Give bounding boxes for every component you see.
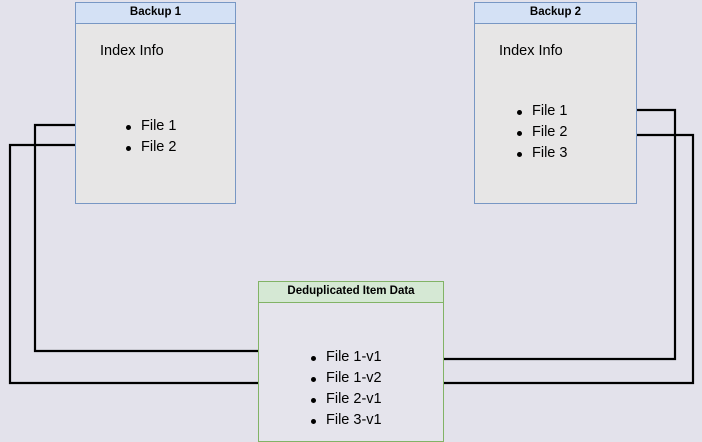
node-backup-2-file-list: File 1 File 2 File 3 xyxy=(515,101,567,164)
node-backup-2-body: Index Info File 1 File 2 File 3 xyxy=(475,24,636,203)
node-backup-1-title: Backup 1 xyxy=(76,3,235,24)
list-item[interactable]: File 2 xyxy=(515,122,567,143)
node-backup-2-title: Backup 2 xyxy=(475,3,636,24)
list-item[interactable]: File 1 xyxy=(515,101,567,122)
list-item[interactable]: File 1-v1 xyxy=(309,347,382,368)
node-backup-2-index-label: Index Info xyxy=(499,43,563,59)
node-backup-1-body: Index Info File 1 File 2 xyxy=(76,24,235,203)
node-backup-2[interactable]: Backup 2 Index Info File 1 File 2 File 3 xyxy=(474,2,637,204)
node-backup-1[interactable]: Backup 1 Index Info File 1 File 2 xyxy=(75,2,236,204)
node-backup-1-index-label: Index Info xyxy=(100,43,164,59)
node-deduplicated-item-data[interactable]: Deduplicated Item Data File 1-v1 File 1-… xyxy=(258,281,444,442)
list-item[interactable]: File 3 xyxy=(515,143,567,164)
node-backup-1-file-list: File 1 File 2 xyxy=(124,116,176,158)
node-deduplicated-item-data-body: File 1-v1 File 1-v2 File 2-v1 File 3-v1 xyxy=(259,303,443,441)
list-item[interactable]: File 3-v1 xyxy=(309,410,382,431)
node-deduplicated-item-data-title: Deduplicated Item Data xyxy=(259,282,443,303)
list-item[interactable]: File 2-v1 xyxy=(309,389,382,410)
list-item[interactable]: File 1-v2 xyxy=(309,368,382,389)
list-item[interactable]: File 2 xyxy=(124,137,176,158)
node-deduplicated-item-data-file-list: File 1-v1 File 1-v2 File 2-v1 File 3-v1 xyxy=(309,347,382,431)
list-item[interactable]: File 1 xyxy=(124,116,176,137)
